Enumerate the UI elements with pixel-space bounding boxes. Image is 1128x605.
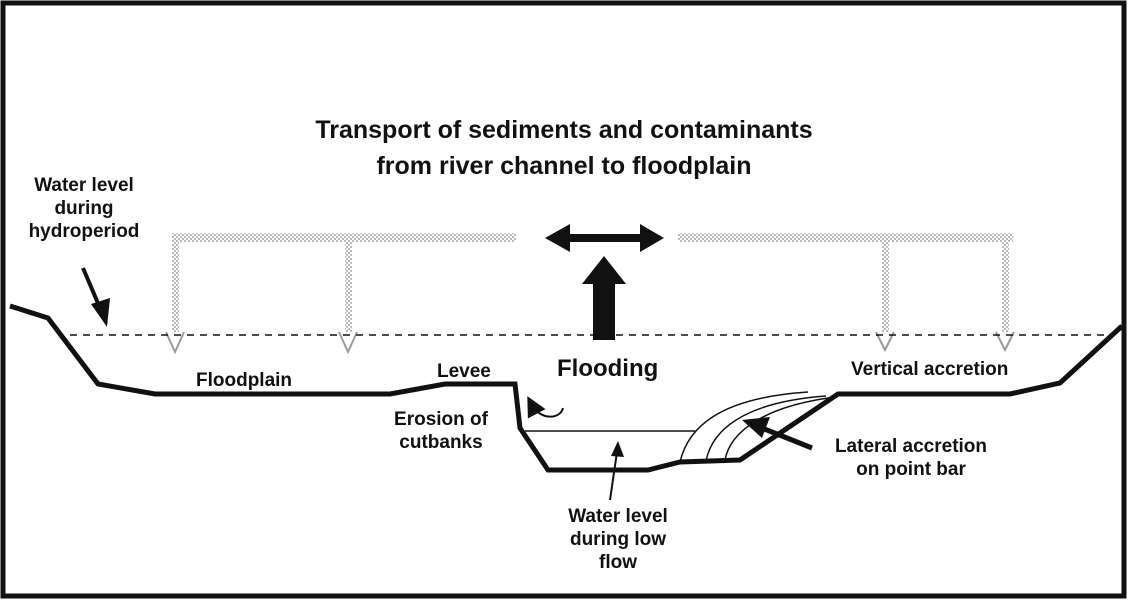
erosion-curl-arrow-icon [527, 396, 564, 419]
water-level-low-flow-label: Water level during low flow [548, 505, 688, 575]
transport-bar-left [172, 233, 516, 242]
erosion-of-cutbanks-label: Erosion of cutbanks [386, 408, 496, 454]
lateral-accretion-label: Lateral accretion on point bar [812, 435, 1010, 481]
flooding-label: Flooding [557, 355, 659, 382]
water-level-pointer-arrow [81, 267, 110, 327]
title-line-2: from river channel to floodplain [376, 152, 752, 180]
water-level-hydroperiod-line-2: during [54, 198, 114, 220]
water-level-low-flow-line-1: Water level [568, 506, 668, 527]
erosion-line-2: cutbanks [399, 432, 483, 454]
water-level-hydroperiod-line-3: hydroperiod [28, 221, 140, 243]
deposition-arrow-1 [165, 242, 185, 355]
water-level-hydroperiod-label: Water level during hydroperiod [14, 174, 154, 244]
water-level-low-flow-line-3: flow [599, 552, 637, 574]
vertical-accretion-label: Vertical accretion [851, 359, 1009, 380]
flooding-up-arrow-icon [582, 256, 626, 340]
double-arrow-icon [545, 224, 664, 252]
lateral-accretion-pointer-arrow [742, 417, 813, 451]
floodplain-label: Floodplain [196, 370, 293, 391]
diagram-title: Transport of sediments and contaminants … [0, 112, 1128, 184]
lateral-accretion-line-1: Lateral accretion [834, 436, 988, 457]
deposition-arrow-4 [995, 242, 1015, 353]
lateral-accretion-line-2: on point bar [856, 459, 966, 481]
title-line-1: Transport of sediments and contaminants [315, 116, 813, 144]
water-level-hydroperiod-line-1: Water level [34, 175, 134, 196]
deposition-arrow-3 [875, 242, 895, 353]
ground-profile [9, 303, 1124, 473]
erosion-line-1: Erosion of [394, 409, 488, 430]
deposition-arrow-2 [338, 242, 358, 355]
water-level-low-flow-line-2: during low [569, 529, 667, 551]
transport-bar-right [678, 233, 1013, 242]
low-flow-pointer-arrow [609, 441, 624, 501]
levee-label: Levee [437, 361, 491, 382]
